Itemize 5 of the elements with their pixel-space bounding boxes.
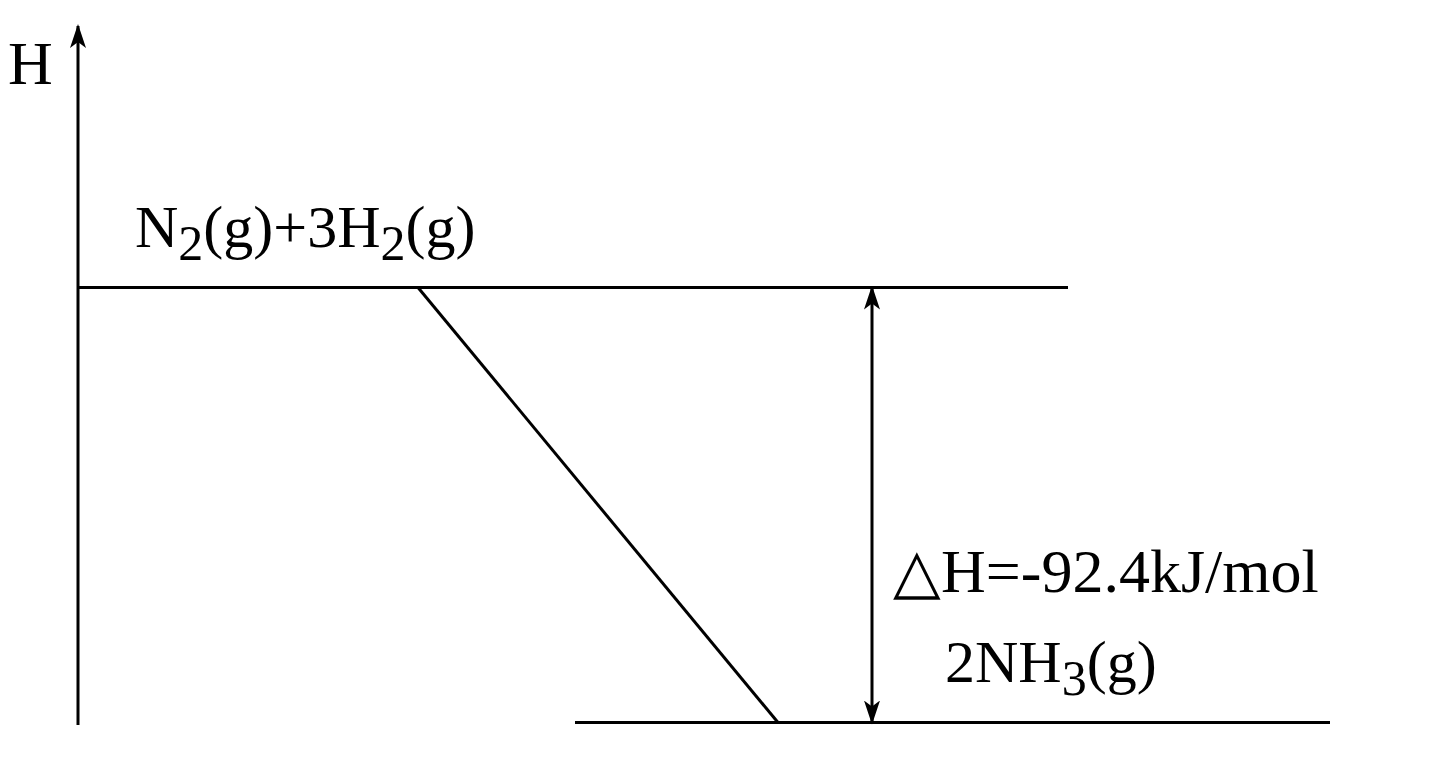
edge-label: △H=-92.4kJ/mol bbox=[893, 540, 1319, 602]
connector-line bbox=[416, 286, 780, 724]
axis-label: H bbox=[8, 32, 53, 94]
species-label: N$_{2}$(g)+3H$_{2}$(g) bbox=[135, 197, 476, 268]
species-label: 2NH$_{3}$(g) bbox=[945, 632, 1157, 703]
